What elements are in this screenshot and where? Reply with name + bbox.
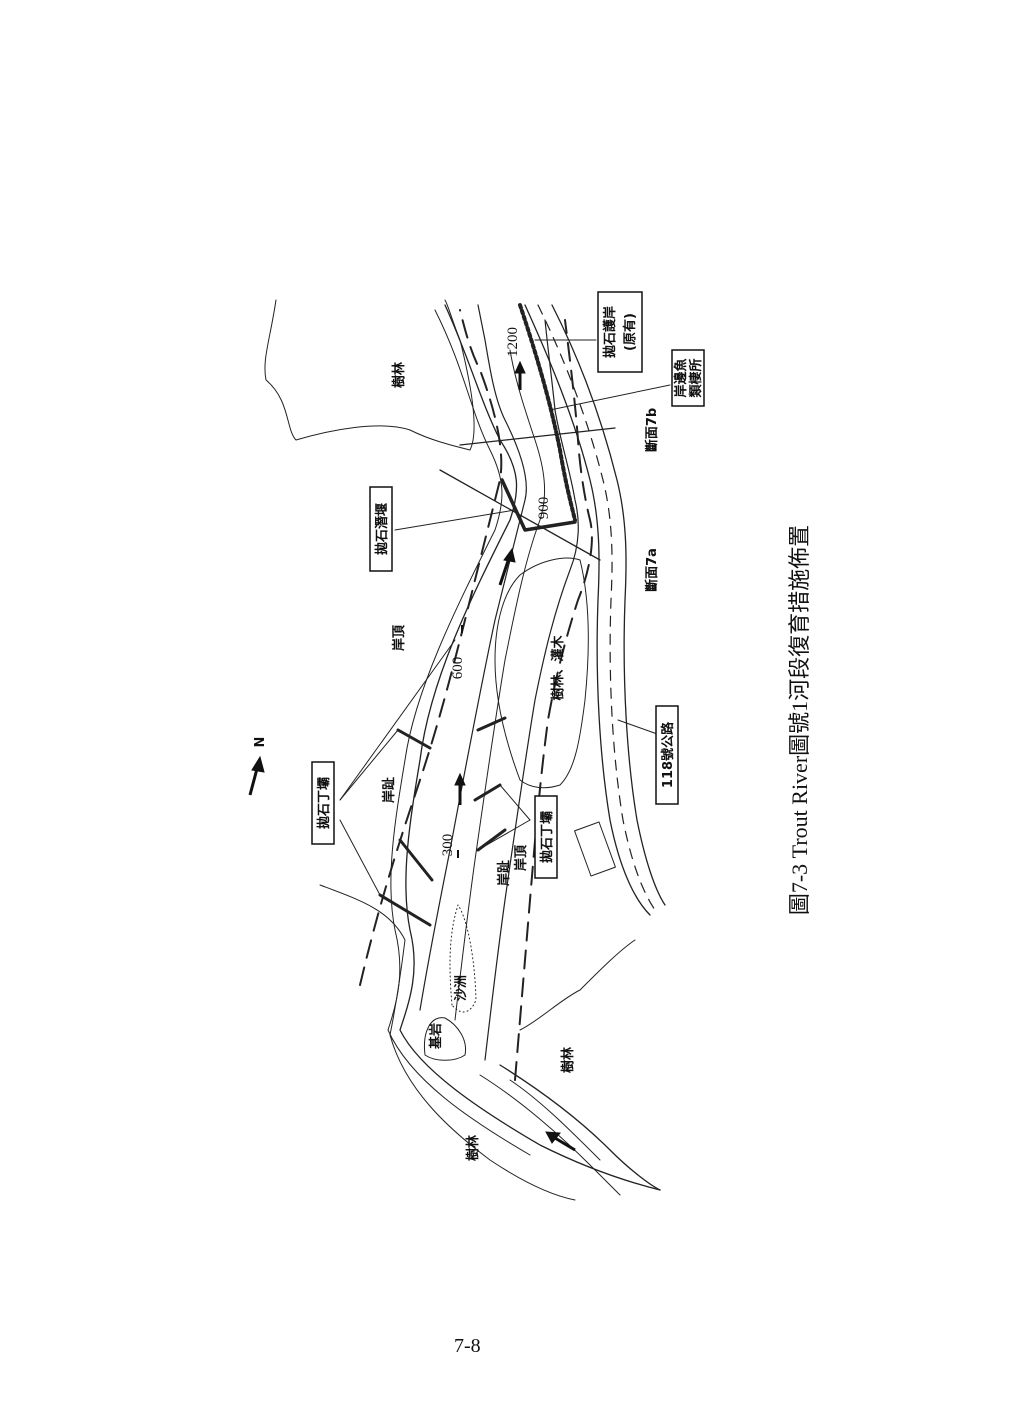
forest-edge-upper — [264, 299, 475, 451]
building — [574, 821, 616, 877]
highway-box — [655, 705, 679, 805]
flow-arrowhead-2 — [454, 772, 466, 786]
bank-top-upper-label: 岸頂 — [391, 624, 407, 651]
section-7a-line — [439, 469, 601, 561]
groin-lower-label: 拋石丁壩 — [539, 811, 555, 863]
groin-lower-box — [534, 795, 558, 879]
station-600: 600 — [450, 657, 466, 680]
station-300: 300 — [440, 834, 456, 857]
forest-top-label: 樹林 — [391, 362, 407, 388]
station-1200: 1200 — [505, 327, 521, 357]
section-7b-label: 斷面7b — [644, 408, 660, 452]
groin-lower-2 — [473, 783, 502, 802]
sandbar-shape — [449, 904, 477, 1013]
fish-habitat-label-2: 類棲所 — [688, 358, 704, 398]
forest-shrub-patch — [494, 557, 589, 789]
flow-arrowhead-4 — [514, 360, 526, 374]
bank-toe-lower-label: 岸趾 — [496, 860, 512, 886]
river-bank-right-2 — [479, 1074, 621, 1196]
leader-groin-upper-1 — [339, 819, 381, 896]
river-edge-left-outer — [319, 884, 576, 1201]
section-7a-label: 斷面7a — [644, 548, 660, 592]
riprap-revetment — [518, 303, 577, 522]
forest-edge-lower-left — [509, 1079, 601, 1161]
bank-toe-upper-label: 岸趾 — [381, 777, 397, 803]
groin-upper-3 — [396, 728, 432, 750]
groin-upper-label: 拋石丁壩 — [316, 777, 332, 829]
leader-groin-lower-2 — [499, 784, 531, 821]
highway-edge-2 — [551, 304, 666, 906]
bank-top-dashed-upper — [359, 309, 503, 986]
fish-habitat-box — [671, 349, 705, 407]
north-arrowhead — [251, 755, 265, 773]
highway-label: 118號公路 — [660, 721, 676, 788]
leader-highway — [617, 719, 661, 736]
groin-upper-1 — [378, 893, 432, 927]
section-7b-line — [459, 427, 616, 446]
highway-edge-1 — [524, 304, 651, 916]
figure-caption: 圖7-3 Trout River圖號1河段復育措施佈置 — [787, 524, 812, 916]
groin-upper-2 — [398, 838, 434, 882]
highway-centerline — [537, 304, 656, 911]
bank-toe-lower-line — [484, 319, 579, 1061]
leader-groin-lower-1 — [477, 819, 531, 851]
flow-arrowhead-3 — [503, 547, 516, 563]
flow-arrowhead-1 — [545, 1131, 561, 1144]
forest-shrub-label: 樹林、灌木 — [550, 635, 566, 701]
sandbar-label: 沙洲 — [454, 975, 469, 1001]
riprap-weir — [500, 478, 577, 532]
river-bank-right — [499, 1064, 661, 1191]
riprap-revetment-label-2: (原有) — [622, 313, 638, 351]
riprap-revetment-label-1: 拋石護岸 — [602, 306, 618, 358]
forest-edge-lower — [519, 939, 636, 1031]
riprap-weir-label: 拋石潛堰 — [374, 503, 390, 555]
leader-weir — [394, 509, 516, 531]
bank-top-lower-label: 岸頂 — [513, 844, 529, 871]
bedrock-shape — [423, 1017, 467, 1061]
leader-fish-habitat — [549, 384, 671, 411]
forest-bottom-left-label: 樹林 — [465, 1135, 481, 1161]
north-label: N — [253, 737, 268, 748]
river-bank-left — [399, 304, 661, 1191]
groin-lower-3 — [476, 716, 507, 732]
leader-groin-upper-3 — [339, 639, 456, 801]
fish-habitat-label-1: 岸邊魚 — [673, 358, 689, 397]
riprap-revetment-box — [597, 291, 643, 373]
river-channel-line — [454, 349, 546, 1021]
leader-groin-upper-2 — [339, 729, 399, 801]
riprap-weir-box — [369, 486, 393, 572]
bedrock-label: 基岩 — [428, 1023, 444, 1050]
forest-bottom-label: 樹林 — [560, 1047, 576, 1073]
station-900: 900 — [536, 497, 552, 520]
groin-lower-1 — [476, 828, 507, 852]
river-bank-left-2 — [387, 309, 531, 1156]
page-number: 7-8 — [454, 1335, 481, 1357]
groin-upper-box — [311, 761, 335, 845]
